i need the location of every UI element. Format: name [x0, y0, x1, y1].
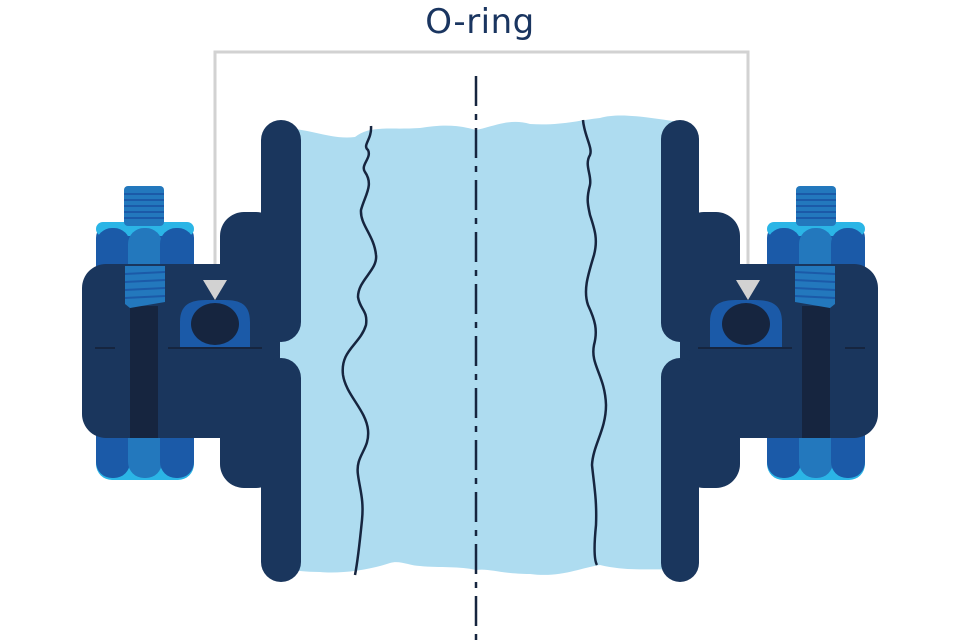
oring-right [710, 299, 782, 347]
bolt-right-thread-top [796, 186, 836, 226]
bolt-left-thread-top [124, 186, 164, 226]
clamp-body-right [680, 212, 878, 488]
oring-leader-lines [213, 50, 750, 300]
arrow-head-left [203, 280, 227, 300]
pipe-wave-right [581, 119, 608, 566]
pipe-flange-left-bottom [261, 358, 301, 582]
pipe-flange-left-top [261, 120, 301, 342]
pipe-flange-right-bottom [661, 358, 699, 582]
pipe-section [280, 115, 680, 575]
diagram-title: O-ring [425, 2, 535, 42]
pipe-flange-right-top [661, 120, 699, 342]
oring-left [180, 299, 250, 347]
pipe-wave-left [341, 125, 378, 576]
arrow-head-right [736, 280, 760, 300]
